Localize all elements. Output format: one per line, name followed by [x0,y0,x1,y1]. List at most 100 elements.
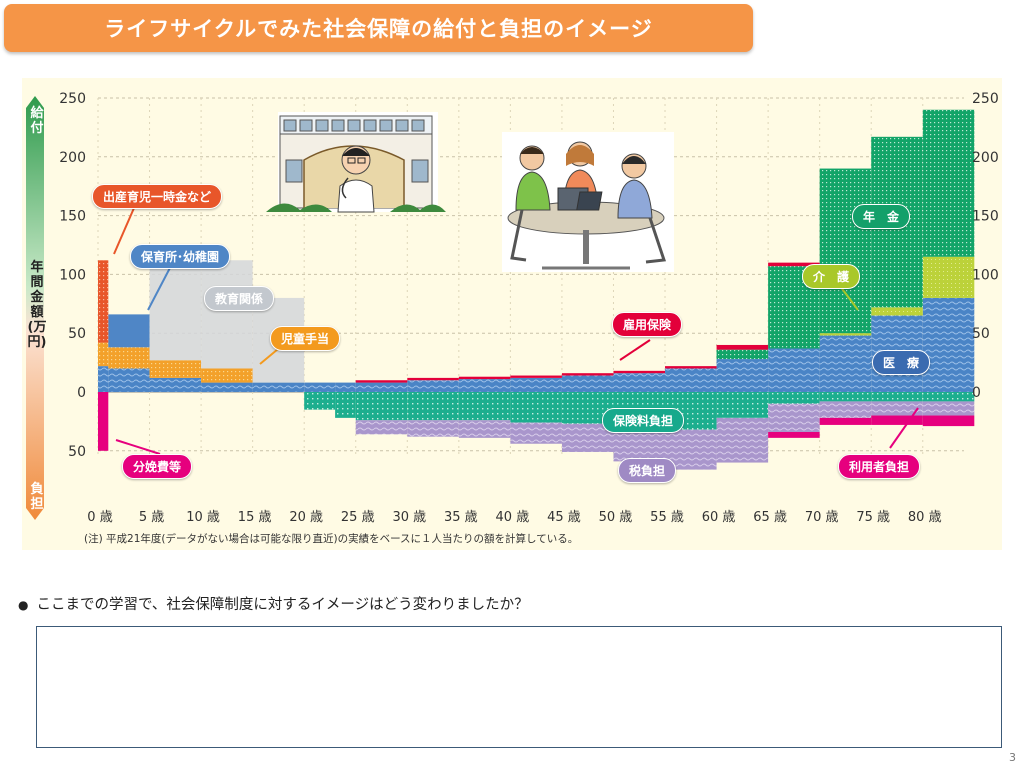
series-年金 [716,109,975,360]
bar-segment [871,307,923,316]
series-保険料負担 [304,392,975,430]
bar-segment [98,366,109,392]
x-tick: 80 歳 [908,510,942,525]
bar-segment [355,420,408,435]
bar-segment [716,349,769,360]
y-tick-right: 150 [972,209,999,225]
bar-segment [304,392,336,410]
bar-segment [355,392,408,421]
callout-pension: 年 金 [852,204,911,229]
answer-box[interactable] [36,626,1002,748]
bar-segment [716,344,769,350]
bar-segment [355,380,408,383]
x-tick: 50 歳 [599,510,633,525]
bar-segment [335,382,356,392]
y-tick-right: 50 [972,326,990,342]
bar-segment [716,417,769,463]
axis-gradient-arrow [26,96,44,520]
x-tick: 65 歳 [753,510,787,525]
callout-tax: 税負担 [618,458,677,483]
bar-segment [922,297,975,392]
bar-segment [98,392,109,451]
x-tick: 55 歳 [650,510,684,525]
y-tick-left: 100 [59,267,86,283]
y-tick-right: 250 [972,91,999,107]
axis-bottom-label: 負担 [30,482,44,512]
bullet-icon: ● [18,598,29,612]
bar-segment [407,377,459,381]
bar-segment [716,359,769,392]
people-illustration [502,132,674,272]
bar-segment [561,375,614,392]
bar-segment [98,260,109,343]
bar-segment [922,401,975,416]
bar-segment [510,392,562,423]
bar-segment [458,376,511,380]
callout-child: 児童手当 [270,326,341,351]
series-分娩費等 [98,392,109,451]
bar-segment [335,392,356,418]
series-医療 [98,297,975,392]
question-text: ●ここまでの学習で、社会保障制度に対するイメージはどう変わりましたか？ [18,593,529,614]
bar-segment [201,382,253,392]
bar-segment [510,422,562,444]
bar-segment [458,420,511,438]
bar-segment [108,347,150,369]
bar-segment [561,373,614,376]
bar-segment [665,368,717,392]
bar-segment [304,382,336,392]
bar-segment [510,375,562,378]
bar-segment [768,431,820,438]
x-tick: 35 歳 [444,510,478,525]
bar-segment [922,256,975,298]
doctor-illustration [266,112,446,213]
bar-segment [819,333,872,336]
callout-medical: 医 療 [872,350,931,375]
x-tick: 40 歳 [496,510,530,525]
bar-segment [355,382,408,392]
series-税負担 [355,401,975,470]
x-tick: 10 歳 [186,510,220,525]
bar-segment [768,262,820,267]
bar-segment [108,314,150,348]
x-tick: 75 歳 [856,510,890,525]
x-tick: 30 歳 [392,510,426,525]
bar-segment [871,415,923,425]
axis-mid-label: 年間金額(万円) [27,260,47,350]
y-tick-right: 100 [972,267,999,283]
series-教育関係 [149,252,305,383]
x-tick: 25 歳 [341,510,375,525]
series-介護 [819,256,975,336]
bar-segment [458,392,511,421]
bar-segment [819,417,872,425]
bar-segment [613,370,666,374]
x-tick: 45 歳 [547,510,581,525]
series-保育所幼稚園 [108,314,150,348]
bar-segment [716,392,769,418]
callout-delivery: 分娩費等 [122,454,193,479]
bar-segment [149,252,202,361]
y-tick-right: 200 [972,150,999,166]
bar-segment [768,348,820,392]
bar-segment [613,373,666,392]
callout-premium: 保険料負担 [602,408,685,433]
bar-segment [201,368,253,383]
callout-education: 教育関係 [204,286,275,311]
bar-segment [458,379,511,392]
x-tick: 0 歳 [87,510,112,525]
page-number: 3 [1009,751,1016,764]
callout-user: 利用者負担 [838,454,921,479]
callout-nursery: 保育所･幼稚園 [130,244,231,269]
y-tick-left: 150 [59,209,86,225]
axis-top-label: 給付 [30,106,44,136]
bar-segment [201,260,253,369]
bar-segment [768,403,820,432]
slide-title: ライフサイクルでみた社会保障の給付と負担のイメージ [4,4,753,52]
y-tick-right: 0 [972,385,981,401]
series-雇用保険 [355,262,820,383]
x-tick: 70 歳 [805,510,839,525]
series-出産育児一時金など [98,260,109,343]
